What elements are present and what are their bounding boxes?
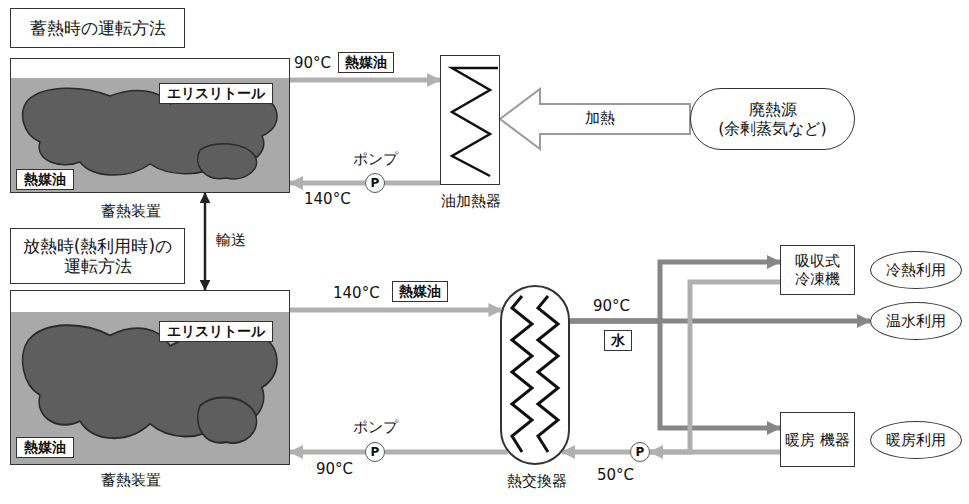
- edge-label: 熱媒油: [392, 281, 448, 302]
- pipe-connector: [570, 262, 780, 321]
- annotation-label: ポンプ: [352, 150, 399, 168]
- node-caption: 熱交換器: [507, 472, 567, 490]
- pipe-connector: [650, 450, 780, 455]
- node-text: 熱媒油: [24, 439, 66, 456]
- node-text: 放熱時(熱利用時)の 運転方法: [17, 236, 178, 277]
- annotation-label: 140°C: [303, 190, 352, 208]
- annotation-label: 90°C: [315, 460, 354, 478]
- node-caption: 蓄熱装置: [101, 471, 161, 489]
- node-text: P: [636, 446, 645, 458]
- use-ellipse: 冷熱利用: [870, 251, 962, 289]
- node-text: エリスリトール: [167, 323, 265, 340]
- heat-arrow: [500, 89, 690, 149]
- erythritol-lumps: [23, 325, 277, 443]
- annotation-label: ポンプ: [352, 418, 399, 436]
- node-text: 廃熱源 (余剰蒸気など): [699, 100, 846, 138]
- oil-fill: [10, 58, 290, 193]
- tank-headspace: [10, 290, 290, 312]
- node-caption: 油加熱器: [441, 192, 501, 210]
- annotation-label: 50°C: [596, 466, 635, 484]
- oil-fill: [10, 290, 290, 465]
- node-text: 暖房 機器: [785, 431, 850, 449]
- annotation-label: 140°C: [332, 284, 381, 302]
- pump-circle: P: [630, 442, 650, 462]
- use-ellipse: 温水利用: [870, 302, 962, 340]
- pump-circle: P: [365, 442, 385, 462]
- heat-source: 廃熱源 (余剰蒸気など): [690, 88, 855, 150]
- pump-circle: P: [365, 173, 385, 193]
- material-tag: 熱媒油: [16, 437, 74, 458]
- pipe-connector: [204, 193, 207, 290]
- pipe-connector: [650, 282, 780, 452]
- edge-label: 輸送: [214, 231, 248, 249]
- oil-heater: 油加熱器: [440, 55, 500, 185]
- exchanger-coil: [512, 296, 532, 452]
- pipe-connector: [290, 181, 365, 186]
- node-text: 冷熱利用: [886, 261, 946, 279]
- edge-label: 加熱: [583, 109, 617, 127]
- pipe-connector: [290, 308, 501, 313]
- heater-coil: [452, 68, 498, 176]
- use-ellipse: 暖房利用: [870, 421, 962, 459]
- node-text: 暖房利用: [886, 431, 946, 449]
- node-text: エリスリトール: [167, 85, 265, 102]
- material-tag: エリスリトール: [159, 83, 273, 104]
- node-text: 温水利用: [886, 312, 946, 330]
- node-text: P: [371, 177, 380, 189]
- node-caption: 蓄熱装置: [101, 202, 161, 220]
- pipe-connector: [385, 181, 440, 186]
- exchanger-coil: [538, 296, 558, 452]
- pipe-connector: [562, 450, 630, 455]
- pipe-connector: [290, 78, 440, 83]
- material-tag: エリスリトール: [159, 321, 273, 342]
- equipment-box: 暖房 機器: [780, 412, 855, 467]
- annotation-label: 90°C: [592, 297, 631, 315]
- material-tag: 熱媒油: [16, 169, 74, 190]
- lump: [198, 144, 257, 179]
- node-text: 蓄熱時の運転方法: [30, 18, 166, 38]
- pipe-connector: [570, 321, 780, 428]
- tank-headspace: [10, 58, 290, 78]
- pipe-connector: [385, 450, 508, 455]
- equipment-box: 吸収式 冷凍機: [780, 245, 855, 295]
- storage-tank: 蓄熱装置エリスリトール熱媒油: [10, 58, 290, 193]
- node-text: 熱媒油: [24, 171, 66, 188]
- node-text: P: [371, 446, 380, 458]
- section-title: 蓄熱時の運転方法: [10, 8, 185, 48]
- edge-label: 熱媒油: [338, 52, 394, 73]
- pipe-connector: [290, 450, 365, 455]
- lump: [198, 397, 257, 443]
- annotation-label: 90°C: [293, 54, 332, 72]
- heat-exchanger: 熱交換器: [500, 285, 570, 465]
- node-text: 吸収式 冷凍機: [785, 252, 850, 288]
- edge-label: 水: [604, 330, 632, 351]
- storage-tank: 蓄熱装置エリスリトール熱媒油: [10, 290, 290, 465]
- section-title: 放熱時(熱利用時)の 運転方法: [10, 228, 185, 284]
